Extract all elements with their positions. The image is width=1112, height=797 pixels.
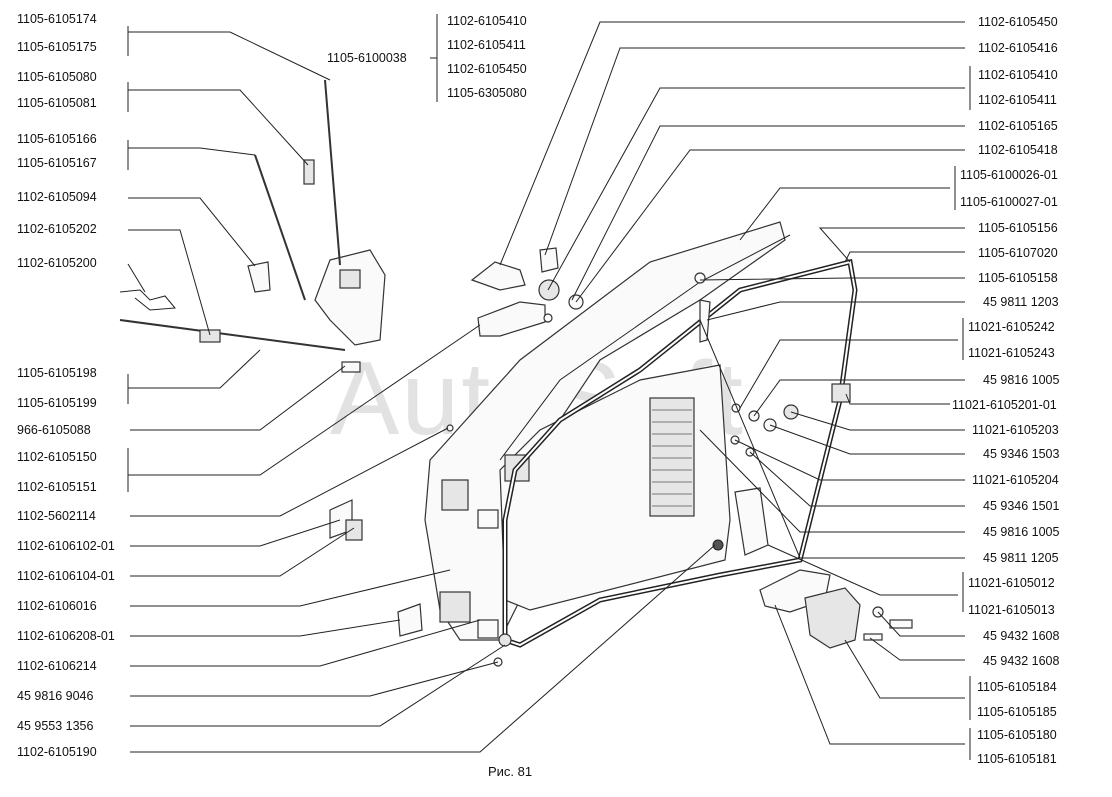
speaker-grille [649, 397, 695, 517]
label-1105-6105156: 1105-6105156 [978, 221, 1058, 235]
label-1105-6105167: 1105-6105167 [17, 156, 97, 170]
label-45-9816-9046: 45 9816 9046 [17, 689, 94, 703]
figure-caption: Рис. 81 [488, 764, 533, 779]
label-11021-6105012: 11021-6105012 [968, 576, 1055, 590]
label-1102-6105411-top: 1102-6105411 [447, 38, 526, 52]
label-1102-6105450: 1102-6105450 [978, 15, 1058, 29]
label-1102-6105190: 1102-6105190 [17, 745, 97, 759]
label-1102-6105411: 1102-6105411 [978, 93, 1057, 107]
label-1102-6105151: 1102-6105151 [17, 480, 97, 494]
label-11021-6105013: 11021-6105013 [968, 603, 1055, 617]
label-11021-6105204: 11021-6105204 [972, 473, 1059, 487]
label-1105-6105181: 1105-6105181 [977, 752, 1057, 766]
label-45-9811-1203: 45 9811 1203 [983, 295, 1059, 309]
hinge-plate-lower [397, 603, 423, 637]
label-45-9811-1205: 45 9811 1205 [983, 551, 1059, 565]
label-1102-6105410: 1102-6105410 [978, 68, 1058, 82]
label-45-9432-1608-b: 45 9432 1608 [983, 654, 1060, 668]
label-45-9346-1503: 45 9346 1503 [983, 447, 1060, 461]
lower-hinge [439, 591, 471, 623]
label-1102-6105165: 1102-6105165 [978, 119, 1058, 133]
label-45-9553-1356: 45 9553 1356 [17, 719, 94, 733]
label-1102-5602114: 1102-5602114 [17, 509, 96, 523]
label-1102-6105202: 1102-6105202 [17, 222, 97, 236]
rod-link [254, 154, 306, 301]
label-1105-6105158: 1105-6105158 [978, 271, 1058, 285]
label-1105-6100038: 1105-6100038 [327, 51, 407, 65]
door-lock [314, 249, 386, 346]
label-1105-6100027-01: 1105-6100027-01 [960, 195, 1058, 209]
label-11021-6105201-01: 11021-6105201-01 [952, 398, 1057, 412]
upper-hinge [441, 479, 469, 511]
label-966-6105088: 966-6105088 [17, 423, 91, 437]
label-1102-6105094: 1102-6105094 [17, 190, 97, 204]
inner-handle-bezel [804, 587, 861, 649]
lock-cylinder [538, 279, 560, 301]
label-1105-6105199: 1105-6105199 [17, 396, 97, 410]
label-1105-6105080: 1105-6105080 [17, 70, 97, 84]
label-1102-6105200: 1102-6105200 [17, 256, 97, 270]
label-11021-6105203: 11021-6105203 [972, 423, 1059, 437]
label-45-9816-1005-a: 45 9816 1005 [983, 373, 1060, 387]
label-1105-6305080: 1105-6305080 [447, 86, 527, 100]
label-1105-6105175: 1105-6105175 [17, 40, 97, 54]
trim-clip [831, 383, 851, 403]
spring-clip [119, 289, 177, 311]
label-1102-6105150: 1102-6105150 [17, 450, 97, 464]
label-1102-6106102-01: 1102-6106102-01 [17, 539, 115, 553]
label-1102-6105410-top: 1102-6105410 [447, 14, 527, 28]
label-1102-6106104-01: 1102-6106104-01 [17, 569, 115, 583]
label-1105-6105174: 1105-6105174 [17, 12, 97, 26]
key-lever [470, 261, 526, 291]
label-1105-6105198: 1105-6105198 [17, 366, 97, 380]
label-1105-6105184: 1105-6105184 [977, 680, 1057, 694]
label-1102-6105418: 1102-6105418 [978, 143, 1058, 157]
label-1105-6105081: 1105-6105081 [17, 96, 97, 110]
label-45-9432-1608-a: 45 9432 1608 [983, 629, 1060, 643]
clip-1102-6105094 [247, 261, 271, 293]
label-1105-6100026-01: 1105-6100026-01 [960, 168, 1058, 182]
label-1105-6105166: 1105-6105166 [17, 132, 97, 146]
label-11021-6105243: 11021-6105243 [968, 346, 1055, 360]
label-45-9816-1005-b: 45 9816 1005 [983, 525, 1060, 539]
label-1105-6105185: 1105-6105185 [977, 705, 1057, 719]
label-1105-6107020: 1105-6107020 [978, 246, 1058, 260]
label-11021-6105242: 11021-6105242 [968, 320, 1055, 334]
label-1102-6105450-top: 1102-6105450 [447, 62, 527, 76]
label-1102-6106214: 1102-6106214 [17, 659, 97, 673]
label-45-9346-1501: 45 9346 1501 [983, 499, 1060, 513]
label-1102-6106016: 1102-6106016 [17, 599, 97, 613]
outside-handle [477, 301, 546, 337]
label-1102-6106208-01: 1102-6106208-01 [17, 629, 115, 643]
rod-horizontal [119, 319, 346, 351]
lock-rod-vertical [324, 79, 341, 266]
label-1102-6105416: 1102-6105416 [978, 41, 1058, 55]
leader-lines-group [127, 14, 971, 760]
label-1105-6105180: 1105-6105180 [977, 728, 1057, 742]
